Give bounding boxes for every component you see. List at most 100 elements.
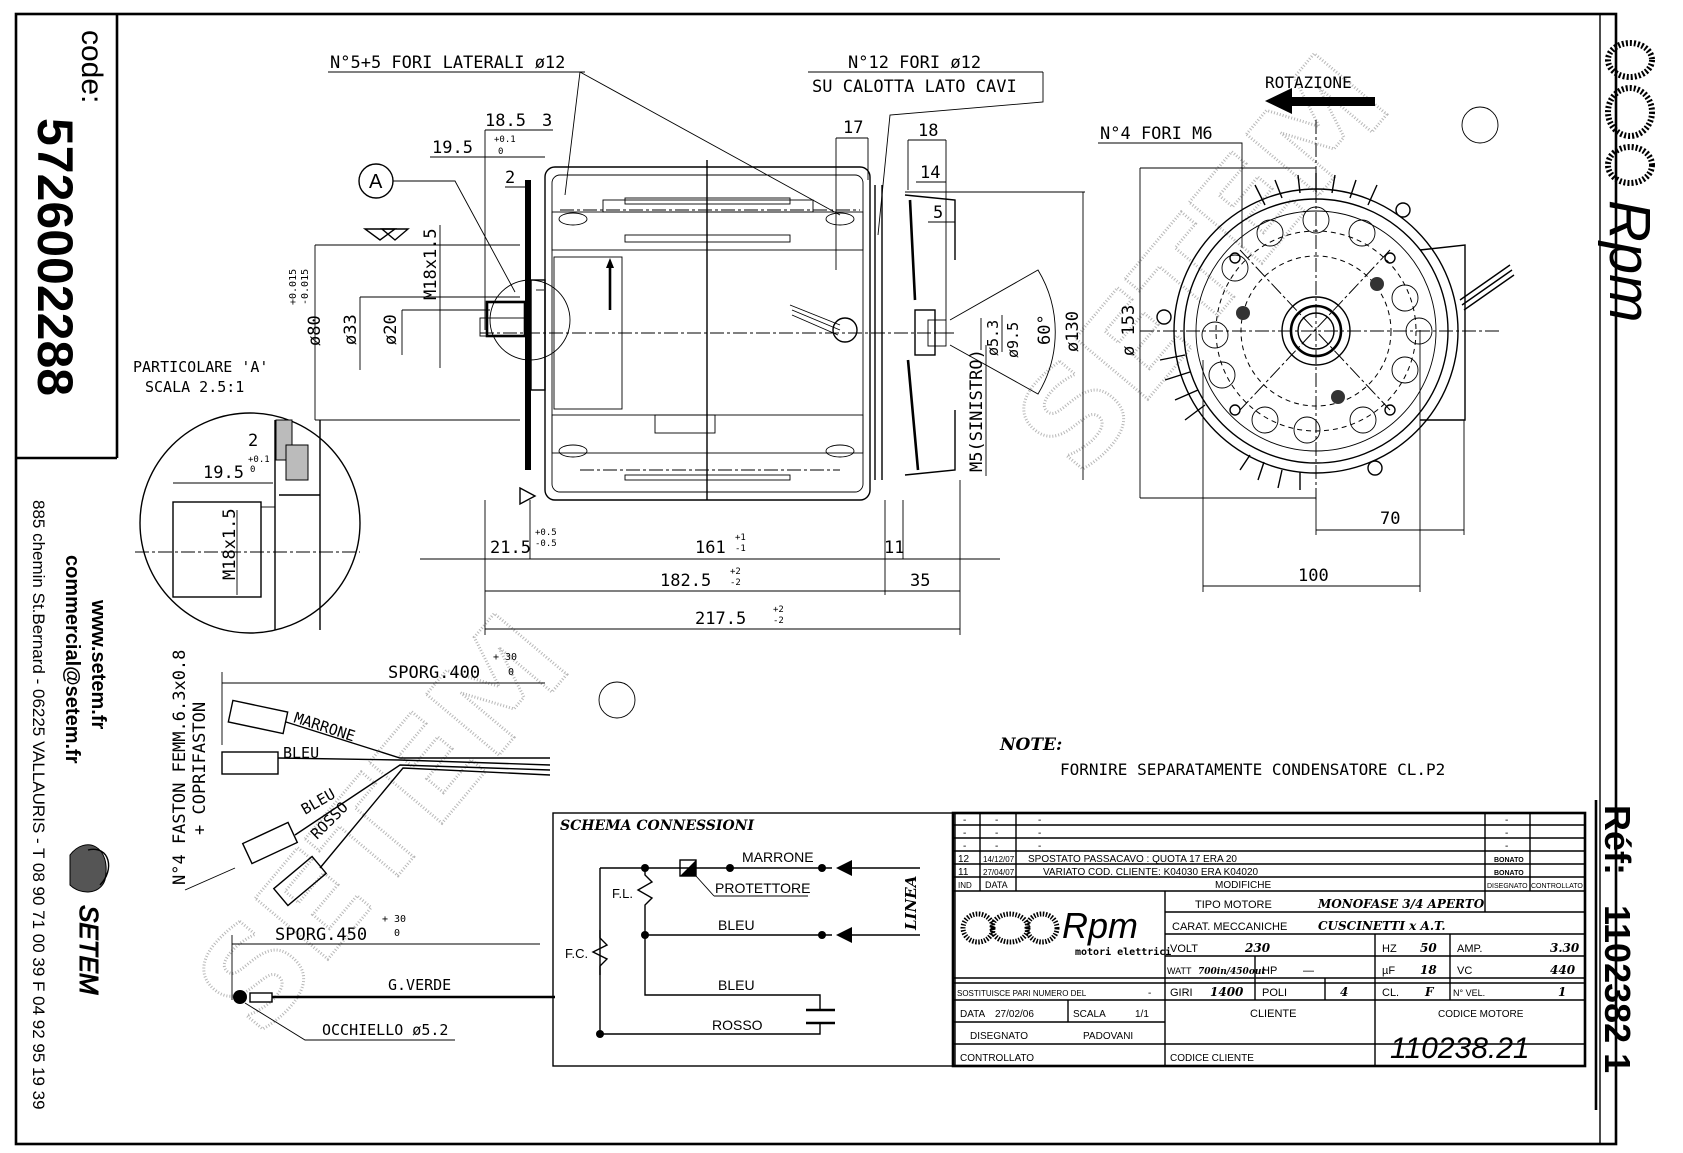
label-revisions-header-mod: MODIFICHE [1215,880,1271,891]
cable-gland [832,317,858,343]
label-side-view-dims-phi9-5: ø9.5 [1004,322,1022,358]
label-side-view-dims-phi33: ø33 [341,314,361,345]
label-title-block-volt-label: VOLT [1170,943,1198,955]
email: commercial@setem.fr [61,555,83,764]
drawing-polygon [680,860,696,876]
label-side-view-dims-tol-21-5-minus: -0.5 [535,539,557,549]
cable-exit [1459,264,1515,311]
label-side-view-dims-d3: 3 [542,111,552,131]
lateral-holes-note: N°5+5 FORI LATERALI ø12 [330,53,565,73]
drawing-path [1254,173,1378,206]
label-title-block-codice-cliente-label: CODICE CLIENTE [1170,1053,1254,1064]
drawing-g: - - - - - - - - - - - - 12 14/12/07 SPOS… [958,815,1583,891]
label-title-block-hp: — [1303,965,1314,977]
label-title-block-sostituisce-label: SOSTITUISCE PARI NUMERO DEL [957,989,1087,998]
label-title-block-giri-label: GIRI [1170,987,1193,999]
label-title-block-amp: 3.30 [1550,941,1580,955]
label-title-block-cliente-label: CLIENTE [1250,1008,1296,1020]
label-side-view-dims-tol-182-plus: +2 [730,567,741,577]
cooling-fins [1159,173,1378,490]
code-block: code: 5726002288 [27,30,108,396]
label-revisions-rows-1-data: - [995,828,998,839]
drawing-line [184,867,236,891]
rpm-logo: Rpm motori elettrici [960,905,1171,958]
label-revisions-rows-1-ind: - [963,828,966,839]
bottom-dimensions: 21.5 +0.5 -0.5 161 +1 -1 11 182.5 +2 -2 … [420,480,1000,635]
drawing-ellipse [1605,40,1655,80]
drawing-rect [479,317,531,337]
label-side-view-dims-tol-80-plus: +0.015 [288,269,299,305]
rotation-arrow-icon [1265,88,1375,114]
detail-a-marker [489,279,571,361]
label-revisions-header-dis: DISEGNATO [1487,883,1528,890]
label-side-view-dims-d5: 5 [933,203,943,223]
label-detail-a-tol-plus: +0.1 [248,455,270,465]
label-revisions-rows-1-dis: - [1505,828,1508,839]
drawing-path [244,1002,455,1041]
label-title-block-disegnato: PADOVANI [1083,1031,1133,1042]
drawing-circle [1229,404,1241,416]
drawing-line [1239,249,1391,411]
rpm-coils-logo-icon [960,911,1060,945]
drawing-rect [654,414,716,434]
drawing-circle [818,864,826,872]
label-revisions-rows-3-ind: 12 [958,854,970,865]
drawing-path [87,848,110,886]
drawing-circle [1331,390,1345,404]
label-side-view-dims-tol-217-minus: -2 [773,616,784,626]
setem-brand: SETEM [74,905,104,995]
label-schema-bleu2: BLEU [718,977,755,993]
drawing-circle [139,412,361,634]
label-cables-ground: G.VERDE [388,976,451,994]
drawing-ellipse [1024,911,1060,945]
code-label: code: [75,30,108,103]
label-revisions-rows-4-ind: 11 [958,867,969,878]
label-side-view-dims-d14: 14 [920,163,940,183]
drawing-circle [1251,406,1279,434]
drawing-line [695,875,715,897]
drawing-circle [1256,219,1284,247]
label-title-block-nvel: 1 [1558,985,1566,999]
top-dimensions: 18.5 3 19.5 +0.1 0 2 17 18 14 5 [430,111,1085,480]
label-title-block-logo-text: Rpm [1062,905,1138,946]
drawing-rect [552,812,956,1067]
drawing-circle [1156,309,1172,325]
drawing-circle [1367,460,1383,476]
label-title-block-uf-label: µF [1382,965,1395,977]
label-title-block-hz: 50 [1420,941,1437,955]
drawing-rect [914,309,936,356]
label-side-view-dims-phi80: ø80 [305,315,325,346]
note-label: NOTE: [999,735,1062,755]
label-title-block-watt: 700in/450out [1198,967,1266,977]
label-cables-sporg450-tol-plus: + 30 [382,914,406,925]
drawing-ellipse [960,911,996,945]
label-side-view-dims-d161: 161 [695,538,726,558]
drawing-circle [641,864,649,872]
label-title-block-poli: 4 [1340,985,1348,999]
drawing-path [906,199,920,471]
drawing-polygon [380,228,410,241]
label-title-block-controllato-label: CONTROLLATO [960,1053,1034,1064]
detail-a-title: PARTICOLARE 'A' [133,358,268,376]
drawing-path [599,867,832,1035]
label-side-view-dims-phi5-3: ø5.3 [984,320,1002,356]
drawing-rect [485,300,527,338]
detail-callout-label: A [369,171,383,193]
label-end-view-d100: 100 [1298,566,1329,586]
label-title-block-disegnato-label: DISEGNATO [970,1031,1028,1042]
rotation-label: ROTAZIONE [1265,73,1352,92]
label-title-block-poli-label: POLI [1262,987,1287,999]
wiring-schema: SCHEMA CONNESSIONI MARRONE PROTETTORE BL… [552,812,956,1067]
label-cables-wires-0: MARRONE [292,709,358,746]
label-title-block-scala-label: SCALA [1073,1009,1106,1020]
address: 885 chemin St.Bernard - 06225 VALLAURIS … [29,500,48,1110]
label-schema-bleu1: BLEU [718,917,755,933]
revision-table: - - - - - - - - - - - - 12 14/12/07 SPOS… [951,811,1587,1068]
label-title-block-vc-label: VC [1457,965,1472,977]
drawing-ellipse [1605,144,1655,186]
label-title-block-tipo-motore: MONOFASE 3/4 APERTO [1317,897,1485,911]
label-side-view-dims-tol-161-minus: -1 [735,544,746,554]
label-title-block-cl: F [1424,985,1435,999]
drawing-ellipse [825,444,855,458]
drawing-circle [1391,356,1419,384]
